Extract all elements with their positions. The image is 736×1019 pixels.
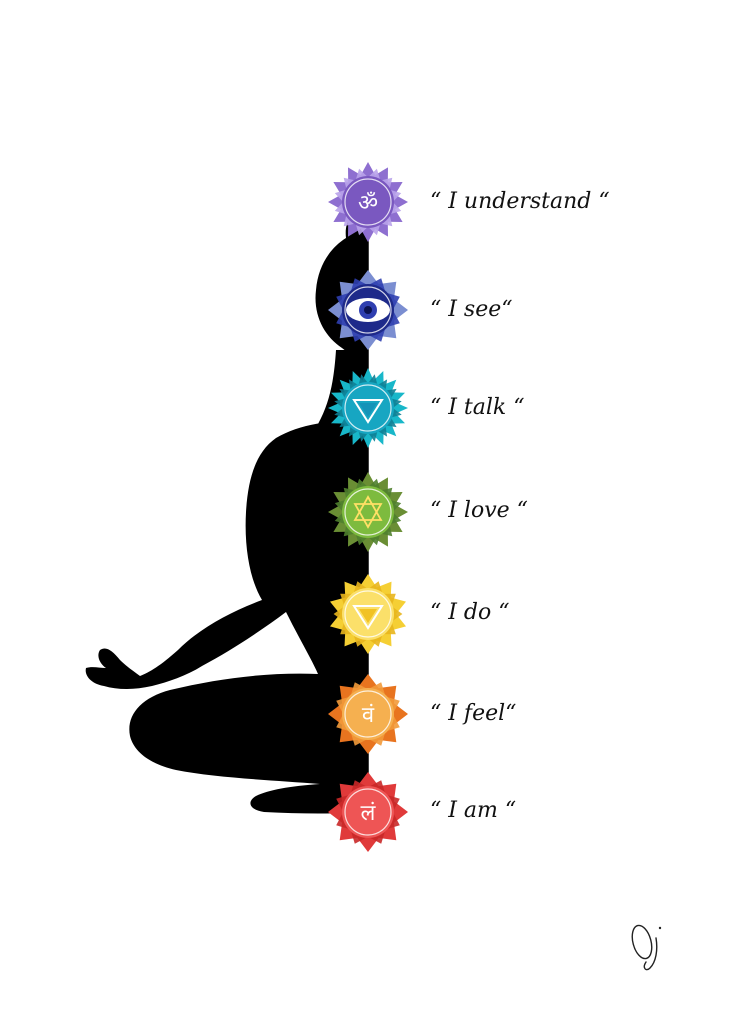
solar-plexus-chakra-icon [330,574,406,654]
sacral-glyph-icon: वं [362,703,375,728]
hexagram-up-icon [353,495,383,521]
throat-ring [344,384,392,432]
eye-pupil-icon [364,306,372,314]
heart-ring [344,488,392,536]
label-crown: “ I understand “ [430,189,610,214]
heart-center-disc [342,486,394,538]
sacral-chakra-icon: वं [328,674,408,754]
root-chakra-icon: लं [328,772,408,852]
throat-triangle-icon [352,399,384,424]
meditating-silhouette [85,206,368,814]
third-eye-chakra-icon [328,270,408,350]
heart-chakra-icon [328,472,408,552]
label-throat: “ I talk “ [430,395,525,420]
crown-glyph-icon: ॐ [358,191,378,216]
label-heart: “ I love “ [430,498,528,523]
root-glyph-icon: लं [361,801,377,826]
label-third-eye: “ I see“ [430,297,513,322]
root-center-disc [342,786,394,838]
throat-chakra-icon [328,368,408,448]
sacral-ring [344,690,392,738]
solar-plexus-triangle-icon [352,605,384,630]
crown-center-disc [342,176,394,228]
third-eye-ring [344,286,392,334]
throat-triangle-fill [359,403,377,417]
hexagram-down-icon [353,503,383,529]
solar-plexus-ring [344,590,392,638]
root-ring [344,788,392,836]
sacral-center-disc [342,688,394,740]
artist-signature [631,924,662,971]
chakra-labels: “ I understand “ “ I see“ “ I talk “ “ I… [430,189,610,823]
crown-ring [344,178,392,226]
label-solar-plexus: “ I do “ [430,600,510,625]
label-root: “ I am “ [430,798,516,823]
chakra-column: ॐ वं लं [328,162,408,852]
crown-chakra-icon: ॐ [328,162,408,242]
solar-plexus-triangle-fill [359,609,377,623]
label-sacral: “ I feel“ [430,701,516,726]
